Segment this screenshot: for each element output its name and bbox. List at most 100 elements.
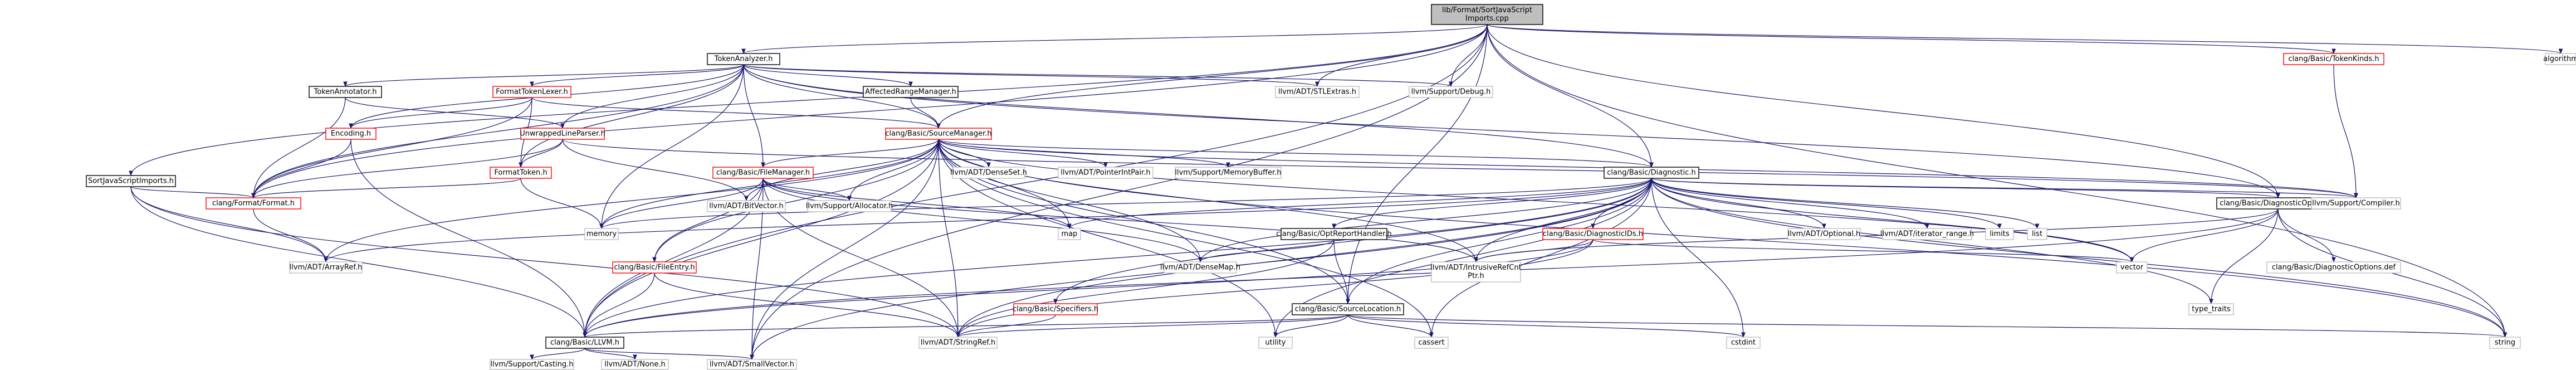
edge-llvmh-to-smallvector xyxy=(584,348,754,360)
node-label: llvm/ADT/IntrusiveRefCnt xyxy=(1430,264,1521,272)
edge-sourcelocation-to-cassert xyxy=(1347,314,1434,338)
edge-tokenanalyzer-to-diagoptions xyxy=(743,64,2280,198)
node-box xyxy=(1726,337,1761,349)
node-label: llvm/ADT/iterator_range.h xyxy=(1880,230,1974,238)
edge-sortjs-to-stringref xyxy=(130,186,960,338)
node-typetraits: type_traits xyxy=(2188,303,2234,315)
edge-sourcelocation-to-string xyxy=(1347,314,2507,338)
edge-tokenanalyzer-to-sourcemanager xyxy=(743,64,941,129)
node-label: llvm/Support/Debug.h xyxy=(1411,88,1491,96)
node-label: Imports.cpp xyxy=(1465,14,1509,23)
node-box xyxy=(289,261,363,274)
edge-diagnostic-to-vector xyxy=(1651,178,2134,262)
node-vector: vector xyxy=(2116,261,2148,274)
node-filemanager[interactable]: clang/Basic/FileManager.h xyxy=(712,167,814,179)
node-box xyxy=(545,337,624,349)
node-box xyxy=(86,175,176,187)
node-utility: utility xyxy=(1258,337,1293,349)
edge-filemanager-to-map xyxy=(762,178,1072,229)
edge-llvmh-to-none xyxy=(584,348,637,360)
node-affected[interactable]: AffectedRangeManager.h xyxy=(863,86,959,98)
node-sourcemanager[interactable]: clang/Basic/SourceManager.h xyxy=(885,128,992,140)
node-clangformat[interactable]: clang/Format/Format.h xyxy=(206,197,301,210)
node-encoding[interactable]: Encoding.h xyxy=(325,128,377,140)
node-label: llvm/ADT/DenseMap.h xyxy=(1160,264,1240,272)
node-optreport[interactable]: clang/Basic/OptReportHandler.h xyxy=(1276,228,1392,240)
node-diagids[interactable]: clang/Basic/DiagnosticIDs.h xyxy=(1542,228,1644,240)
node-box xyxy=(1882,228,1972,240)
edge-fileentry-to-llvmh xyxy=(583,272,655,338)
node-root: lib/Format/SortJavaScriptImports.cpp xyxy=(1431,4,1543,25)
node-box xyxy=(1258,337,1293,349)
node-tokenannotator[interactable]: TokenAnnotator.h xyxy=(309,86,382,98)
node-tokenkinds[interactable]: clang/Basic/TokenKinds.h xyxy=(2283,53,2384,65)
node-stlextras: llvm/ADT/STLExtras.h xyxy=(1275,86,1360,98)
edge-sourcemanager-to-memorybuffer xyxy=(938,139,1230,168)
node-box xyxy=(1280,228,1387,240)
node-label: SortJavaScriptImports.h xyxy=(88,177,174,186)
edge-filemanager-to-allocator xyxy=(762,178,852,201)
edge-root-to-sortjs xyxy=(129,24,1488,176)
edge-sourcemanager-to-bitvector xyxy=(744,139,939,201)
edge-sourcemanager-to-densemap xyxy=(938,139,1203,262)
node-label: llvm/ADT/SmallVector.h xyxy=(710,361,794,369)
node-box xyxy=(707,200,786,212)
node-box xyxy=(325,128,377,140)
node-label: clang/Basic/SourceLocation.h xyxy=(1295,305,1401,314)
node-box xyxy=(885,128,992,140)
node-box xyxy=(712,167,814,179)
edge-sourcemanager-to-stringref xyxy=(938,139,960,338)
edge-diagnostic-to-limits xyxy=(1651,178,2002,229)
edge-sourcelocation-to-stringref xyxy=(956,314,1348,338)
node-specifiers[interactable]: clang/Basic/Specifiers.h xyxy=(1013,303,1098,315)
edge-tokenannotator-to-unwrapped xyxy=(345,97,565,129)
node-cassert: cassert xyxy=(1414,337,1449,349)
node-label: FormatTokenLexer.h xyxy=(496,88,568,96)
node-tokenanalyzer[interactable]: TokenAnalyzer.h xyxy=(707,53,780,65)
edge-tokenanalyzer-to-unwrapped xyxy=(560,64,744,129)
node-box xyxy=(707,359,797,370)
node-box xyxy=(2545,53,2576,65)
node-label: memory xyxy=(586,230,617,238)
node-label: Ptr.h xyxy=(1468,272,1484,280)
edge-diagnostic-to-stringref xyxy=(956,178,1652,338)
node-arrayref: llvm/ADT/ArrayRef.h xyxy=(289,261,363,274)
node-label: cassert xyxy=(1418,339,1444,347)
edge-root-to-algorithm xyxy=(1487,24,2563,54)
node-label: llvm/ADT/DenseSet.h xyxy=(950,169,1027,177)
edge-filemanager-to-memory xyxy=(599,178,764,229)
node-label: UnwrappedLineParser.h xyxy=(520,130,605,138)
node-label: clang/Basic/LLVM.h xyxy=(550,339,619,347)
node-sortjs[interactable]: SortJavaScriptImports.h xyxy=(86,175,176,187)
node-llvmh[interactable]: clang/Basic/LLVM.h xyxy=(545,337,624,349)
node-label: clang/Basic/DiagnosticOptions.h xyxy=(2220,199,2337,208)
node-unwrapped[interactable]: UnwrappedLineParser.h xyxy=(520,128,605,140)
node-fileentry[interactable]: clang/Basic/FileEntry.h xyxy=(612,261,697,274)
node-sourcelocation[interactable]: clang/Basic/SourceLocation.h xyxy=(1292,303,1404,315)
edge-diagnostic-to-iterrange xyxy=(1651,178,1929,229)
edge-sourcemanager-to-string xyxy=(938,139,2507,338)
node-box xyxy=(2116,261,2148,274)
node-label: type_traits xyxy=(2192,305,2231,314)
edge-formattoken-to-memory xyxy=(520,178,604,229)
node-diagnostic[interactable]: clang/Basic/Diagnostic.h xyxy=(1604,167,1699,179)
edge-diagnostic-to-specifiers xyxy=(1053,178,1652,304)
node-formattoken[interactable]: FormatToken.h xyxy=(490,167,552,179)
node-label: vector xyxy=(2120,264,2144,272)
edge-tokenanalyzer-to-affected xyxy=(743,64,913,87)
node-formattokenlexer[interactable]: FormatTokenLexer.h xyxy=(492,86,571,98)
node-optional: llvm/ADT/Optional.h xyxy=(1787,228,1861,240)
edge-diagids-to-intrusiveref xyxy=(1474,239,1593,262)
node-box xyxy=(2188,303,2234,315)
edge-formattokenlexer-to-encoding xyxy=(349,97,532,129)
node-box xyxy=(807,200,892,212)
edge-tokenanalyzer-to-tokenannotator xyxy=(343,64,744,87)
node-box xyxy=(584,228,619,240)
node-box xyxy=(1164,261,1237,274)
node-allocator: llvm/Support/Allocator.h xyxy=(806,200,893,212)
edge-encoding-to-clangformat xyxy=(251,139,351,198)
node-label: Encoding.h xyxy=(331,130,371,138)
edge-diagnostic-to-optreport xyxy=(1332,178,1652,229)
